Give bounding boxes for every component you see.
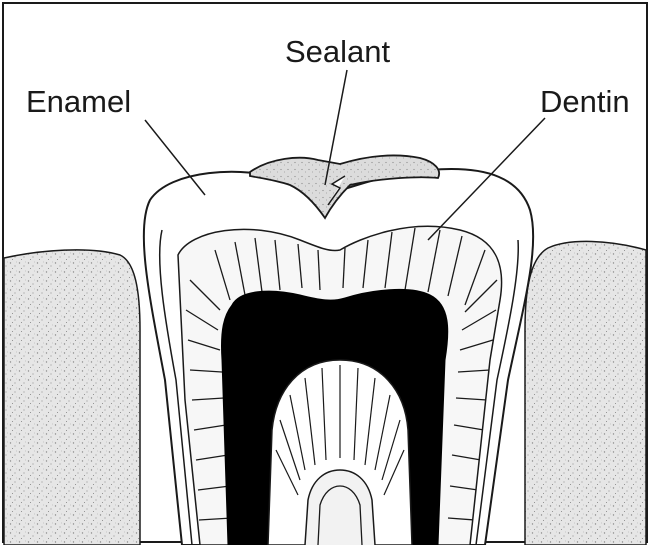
root-canal-loop xyxy=(305,470,375,545)
enamel-label: Enamel xyxy=(26,84,131,119)
sealant-label: Sealant xyxy=(285,34,391,69)
dentin-label: Dentin xyxy=(540,84,630,119)
gum-right xyxy=(525,241,646,545)
gum-left xyxy=(4,250,140,545)
